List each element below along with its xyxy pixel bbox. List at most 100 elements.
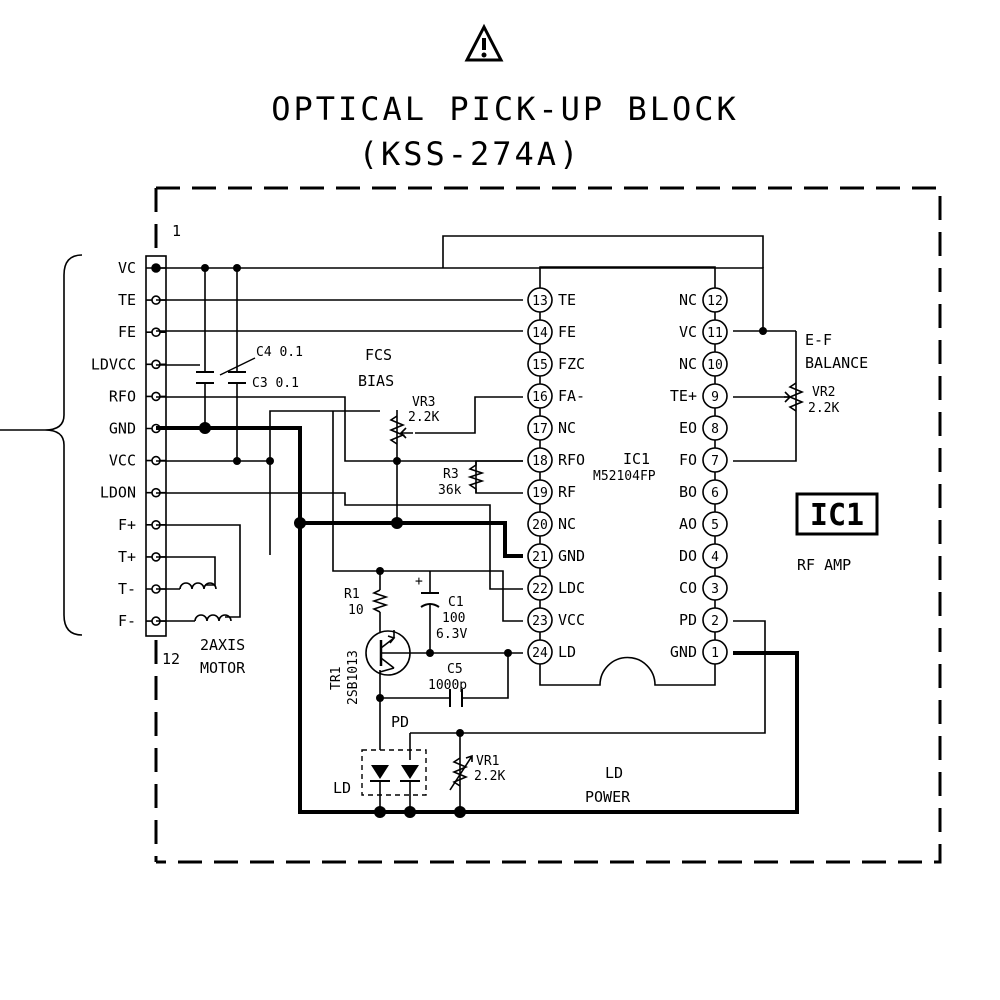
ic-pin-circle <box>702 319 728 345</box>
connector-signal-label: RFO <box>109 387 136 405</box>
ic-badge-label: IC1 <box>810 498 864 533</box>
pd-label: PD <box>391 713 409 731</box>
motor-label: 2AXIS <box>200 636 245 654</box>
c4-label: C4 0.1 <box>256 345 303 360</box>
ic-pin-circle <box>702 287 728 313</box>
fcs-bias-label: FCS <box>365 346 392 364</box>
ic-pin-circle <box>702 479 728 505</box>
ic-pin-number: 14 <box>532 326 548 341</box>
ic-pin-circle <box>527 287 553 313</box>
ic-pin-name: AO <box>679 515 697 533</box>
c3-label: C3 0.1 <box>252 376 299 391</box>
ic-pin-number: 19 <box>532 486 548 501</box>
ic-pin-name: CO <box>679 579 697 597</box>
ic-pin-number: 3 <box>711 582 719 597</box>
ic-pin-name: NC <box>558 419 576 437</box>
ld-power-label-2: POWER <box>585 788 631 806</box>
capacitor-c3 <box>228 371 246 384</box>
ic-pin-circle <box>527 575 553 601</box>
c1-value: 100 <box>442 611 465 626</box>
ic-pin-name: PD <box>679 611 697 629</box>
connector-signal-label: FE <box>118 323 136 341</box>
ef-balance-label-2: BALANCE <box>805 354 868 372</box>
connector-signal-label: TE <box>118 291 136 309</box>
fcs-bias-label-2: BIAS <box>358 372 394 390</box>
ic-pin-number: 23 <box>532 614 548 629</box>
connector-signal-label: F+ <box>118 516 136 534</box>
ic-pin-name: FZC <box>558 355 585 373</box>
ic-pin-number: 8 <box>711 422 719 437</box>
motor-coil-focus <box>194 614 232 622</box>
ic-pin-circle <box>527 447 553 473</box>
tr1-name: TR1 <box>329 667 344 690</box>
ic-pin-name: VC <box>679 323 697 341</box>
ic-pin-circle <box>702 639 728 665</box>
capacitor-c1: + <box>415 574 440 608</box>
c1-voltage: 6.3V <box>436 627 467 642</box>
motor-coil-tracking <box>179 582 217 590</box>
ld-label: LD <box>333 779 351 797</box>
ic-badge: IC1 <box>795 492 879 536</box>
connector-signal-label: VC <box>118 259 136 277</box>
tr1-part: 2SB1013 <box>346 650 361 705</box>
ic-pin-name: FA- <box>558 387 585 405</box>
r1-name: R1 <box>344 587 360 602</box>
r1-value: 10 <box>348 603 364 618</box>
ic-pin-number: 10 <box>707 358 723 373</box>
vr1-value: 2.2K <box>474 769 505 784</box>
ic-pin-name: FO <box>679 451 697 469</box>
ic-pin-number: 12 <box>707 294 723 309</box>
ic-pin-circle <box>702 351 728 377</box>
r3-name: R3 <box>443 467 459 482</box>
connector-signal-label: F- <box>118 612 136 630</box>
ic-pin-circle <box>527 383 553 409</box>
resistor-r1 <box>371 589 389 613</box>
resistor-vr2 <box>784 382 805 412</box>
laser-diode-box <box>361 749 427 796</box>
ic-pin-number: 17 <box>532 422 548 437</box>
vr1-name: VR1 <box>476 754 499 769</box>
ic-pin-name: LDC <box>558 579 585 597</box>
ic-pin-number: 2 <box>711 614 719 629</box>
vr3-name: VR3 <box>412 395 435 410</box>
ic-pin-circle <box>702 575 728 601</box>
ic-pin-circle <box>527 511 553 537</box>
ic-pin-circle <box>702 447 728 473</box>
connector-pin-12-label: 12 <box>162 650 180 668</box>
ic-pin-number: 22 <box>532 582 548 597</box>
ic-pin-name: DO <box>679 547 697 565</box>
ic-pin-circle <box>527 415 553 441</box>
ic-pin-name: NC <box>679 291 697 309</box>
ic-pin-number: 13 <box>532 294 548 309</box>
ic-pin-name: RFO <box>558 451 585 469</box>
ic-pin-name: FE <box>558 323 576 341</box>
transistor-tr1 <box>365 630 411 676</box>
ld-power-label: LD <box>605 764 623 782</box>
c5-value: 1000p <box>428 678 467 693</box>
c1-name: C1 <box>448 595 464 610</box>
ef-balance-label: E-F <box>805 331 832 349</box>
ic-pin-name: BO <box>679 483 697 501</box>
photo-diode-icon <box>400 765 420 782</box>
r3-value: 36k <box>438 483 462 498</box>
connector-signal-label: GND <box>109 420 136 438</box>
vr3-value: 2.2K <box>408 410 439 425</box>
ic-pin-circle <box>702 383 728 409</box>
connector-signal-label: VCC <box>109 452 136 470</box>
connector-signal-label: LDVCC <box>91 355 136 373</box>
ic-pin-number: 6 <box>711 486 719 501</box>
resistor-r3 <box>467 461 485 493</box>
ic-pin-name: TE+ <box>670 387 697 405</box>
connector-body <box>145 255 167 637</box>
ic-pin-number: 11 <box>707 326 723 341</box>
ic-pin-circle <box>527 543 553 569</box>
ic-pin-circle <box>702 607 728 633</box>
ic-function-label: RF AMP <box>797 556 851 574</box>
connector-signal-label: T+ <box>118 548 136 566</box>
ic-pin-name: GND <box>558 547 585 565</box>
signal-wires <box>156 235 797 812</box>
c1-plus-icon: + <box>415 574 423 589</box>
